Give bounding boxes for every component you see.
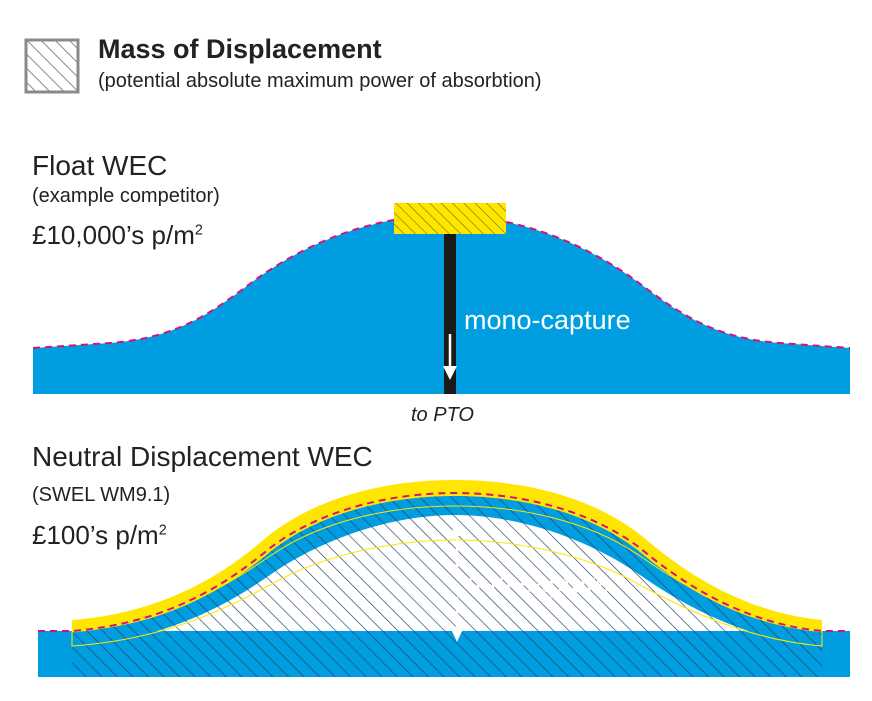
float-body xyxy=(394,203,506,234)
duo-capture-down-arrow-icon xyxy=(450,597,464,642)
to-pto-label: to PTO xyxy=(411,404,474,426)
mono-capture-arrow-icon xyxy=(443,334,457,380)
neutral-wec-title: Neutral Displacement WEC xyxy=(32,441,373,472)
legend-swatch-icon xyxy=(24,38,80,94)
mono-capture-label: mono-capture xyxy=(464,305,631,335)
float-wec-cost-value: £10,000’s p/m xyxy=(32,220,195,250)
float-wec-cost: £10,000’s p/m2 xyxy=(32,220,203,251)
neutral-wec-cost-value: £100’s p/m xyxy=(32,520,159,550)
neutral-wec-cost: £100’s p/m2 xyxy=(32,520,167,551)
pto-rod xyxy=(444,232,456,394)
legend-title: Mass of Displacement xyxy=(98,34,382,64)
legend-subtitle: (potential absolute maximum power of abs… xyxy=(98,70,542,92)
duo-capture-up-arrow-icon xyxy=(450,521,464,568)
neutral-wec-surface-line xyxy=(38,491,850,632)
neutral-wec-note: (SWEL WM9.1) xyxy=(32,484,171,506)
neutral-wec-cost-unit-exponent: 2 xyxy=(158,522,167,539)
neutral-wec-wave xyxy=(38,480,850,677)
float-wec-surface-line xyxy=(32,212,851,349)
neutral-wec-inner-outline xyxy=(71,505,823,647)
neutral-wec-hatched-volume xyxy=(72,493,822,677)
float-wec-cost-unit-exponent: 2 xyxy=(194,222,203,239)
float-wec-note: (example competitor) xyxy=(32,185,220,207)
float-wec-wave xyxy=(32,212,851,394)
float-wec-title: Float WEC xyxy=(32,150,168,181)
duo-capture-label: duo-capture xyxy=(466,568,611,598)
float-wec-water xyxy=(33,214,850,394)
